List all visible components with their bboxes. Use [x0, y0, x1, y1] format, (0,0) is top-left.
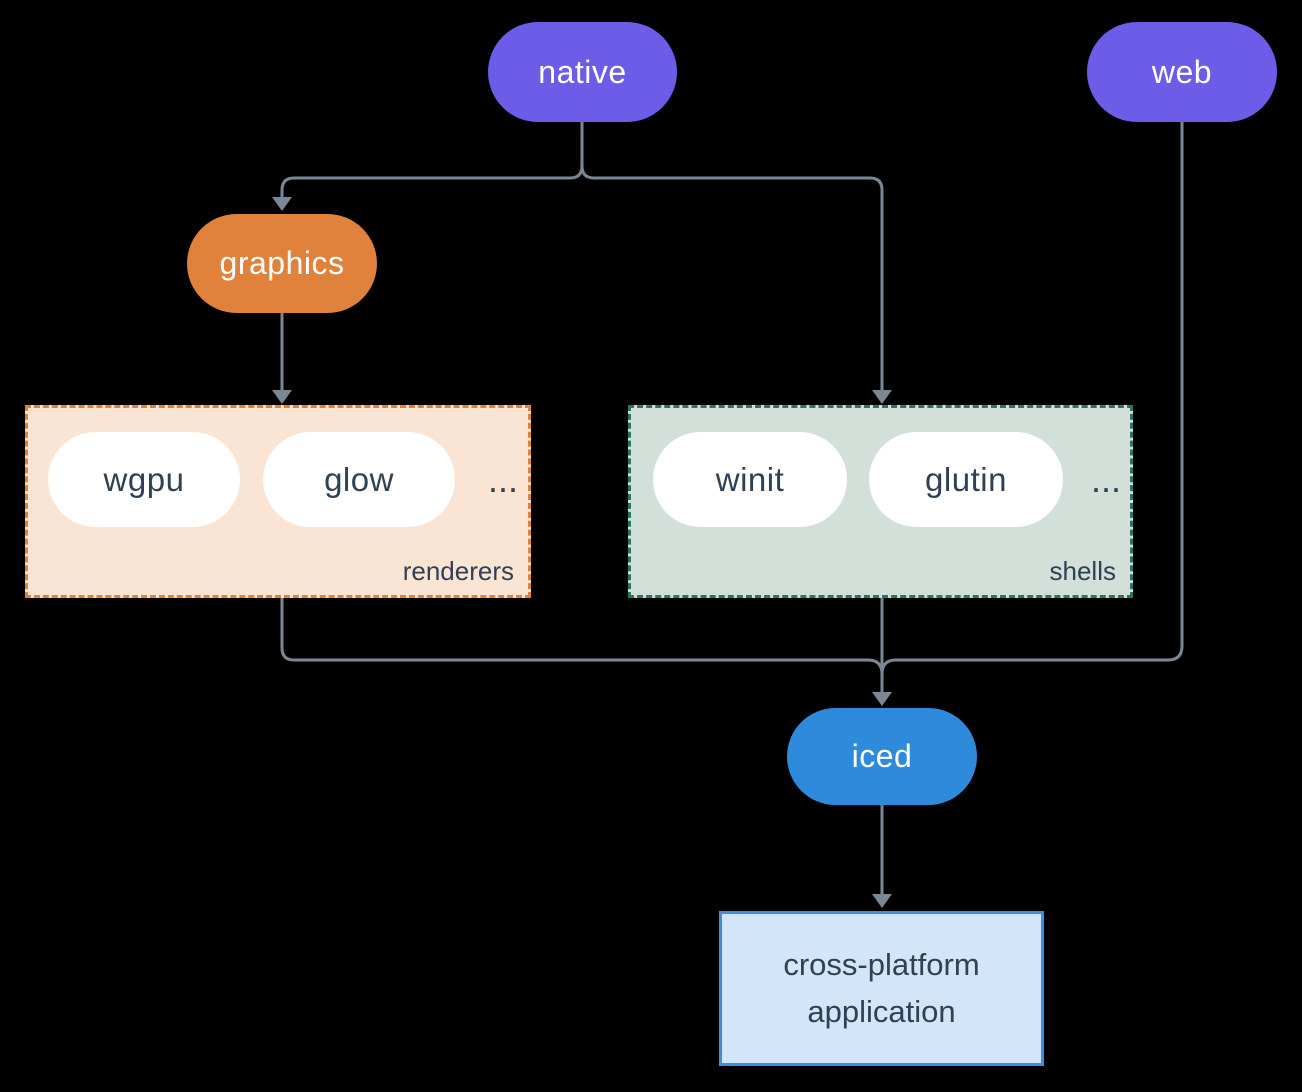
arrowhead-application-icon — [872, 894, 892, 908]
application-label: cross-platform application — [783, 947, 980, 1029]
node-graphics: graphics — [187, 214, 377, 313]
node-wgpu-label: wgpu — [103, 460, 185, 498]
node-glutin: glutin — [869, 432, 1063, 527]
node-iced-label: iced — [851, 738, 913, 774]
node-native: native — [488, 22, 677, 122]
edge-native-to-graphics — [280, 122, 584, 198]
node-glow-label: glow — [324, 460, 394, 498]
node-native-label: native — [538, 53, 627, 90]
node-web: web — [1087, 22, 1277, 122]
edge-web-to-merge — [880, 122, 1184, 675]
node-cross-platform-application: cross-platform application — [719, 911, 1044, 1066]
arrowhead-iced-icon — [872, 692, 892, 706]
node-iced: iced — [787, 708, 977, 805]
node-wgpu: wgpu — [48, 432, 240, 527]
renderers-group-label: renderers — [402, 556, 514, 586]
node-winit: winit — [653, 432, 847, 527]
node-glow: glow — [263, 432, 455, 527]
renderers-ellipsis: ... — [487, 458, 518, 500]
edge-native-to-shells — [580, 122, 884, 391]
arrowhead-graphics-icon — [272, 197, 292, 211]
node-winit-label: winit — [715, 460, 785, 498]
node-glutin-label: glutin — [925, 460, 1007, 498]
shells-ellipsis: ... — [1090, 458, 1121, 500]
shells-group-label: shells — [1049, 556, 1116, 586]
node-web-label: web — [1151, 53, 1213, 90]
arrowhead-renderers-icon — [272, 390, 292, 404]
node-graphics-label: graphics — [219, 245, 345, 281]
group-shells: winit glutin ... shells — [628, 405, 1133, 598]
arrowhead-shells-icon — [872, 390, 892, 404]
edge-renderers-to-merge — [280, 598, 884, 675]
group-renderers: wgpu glow ... renderers — [25, 405, 531, 598]
